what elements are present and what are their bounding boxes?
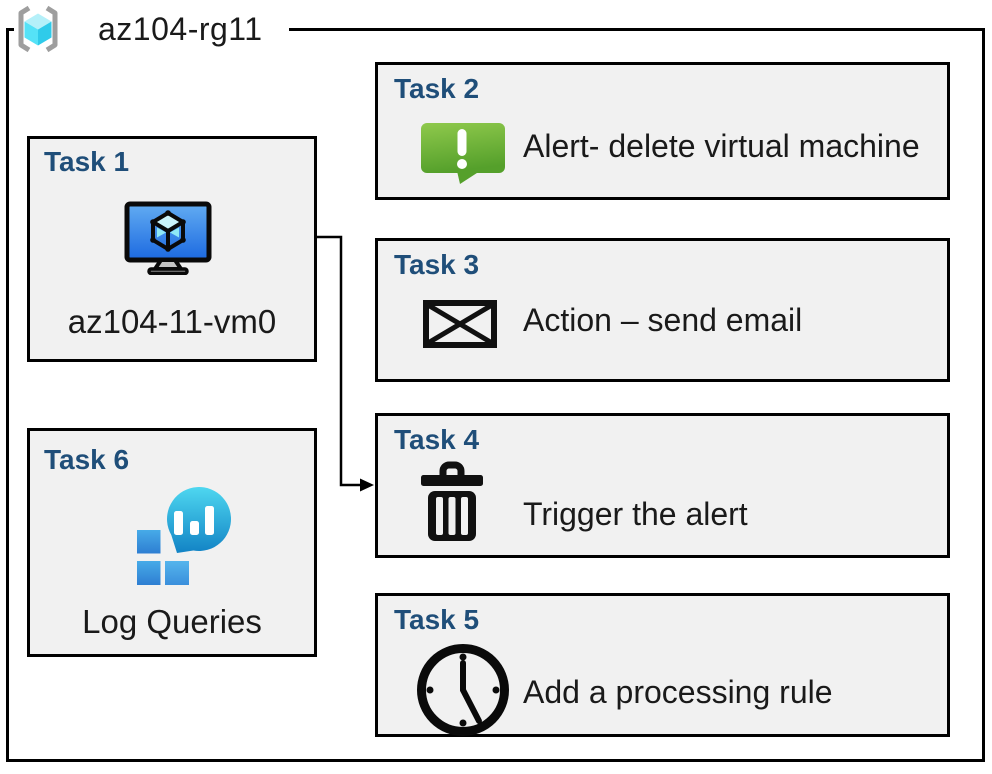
task5-caption: Add a processing rule bbox=[523, 674, 833, 710]
task4-caption: Trigger the alert bbox=[523, 496, 748, 532]
task4-box: Task 4 Trigger the alert bbox=[375, 413, 950, 558]
alert-message-icon bbox=[421, 123, 505, 184]
task6-caption: Log Queries bbox=[82, 603, 262, 640]
log-queries-icon bbox=[137, 487, 232, 585]
task2-caption: Alert- delete virtual machine bbox=[523, 128, 920, 164]
clock-icon bbox=[417, 644, 509, 736]
resource-group-name: az104-rg11 bbox=[98, 10, 263, 47]
task6-box: Task 6 Log Queries bbox=[27, 428, 317, 657]
task5-box: Task 5 Add a processing rule bbox=[375, 593, 950, 737]
email-envelope-icon bbox=[423, 300, 497, 348]
task4-title: Task 4 bbox=[394, 424, 480, 455]
task6-title: Task 6 bbox=[44, 444, 130, 475]
task1-box: Task 1 az104-11-vm0 bbox=[27, 136, 317, 362]
task3-caption: Action – send email bbox=[523, 302, 803, 338]
task2-title: Task 2 bbox=[394, 73, 480, 104]
task1-caption: az104-11-vm0 bbox=[67, 303, 277, 340]
task2-box: Task 2 Alert- delete virtual machine bbox=[375, 62, 950, 200]
task3-box: Task 3 Action – send email bbox=[375, 238, 950, 382]
task1-title: Task 1 bbox=[44, 146, 130, 177]
resource-group-legend: az104-rg11 bbox=[14, 1, 289, 57]
virtual-machine-icon bbox=[124, 201, 212, 275]
task5-title: Task 5 bbox=[394, 604, 480, 635]
resource-group-icon bbox=[18, 5, 58, 53]
trash-icon bbox=[421, 461, 483, 541]
task3-title: Task 3 bbox=[394, 249, 480, 280]
